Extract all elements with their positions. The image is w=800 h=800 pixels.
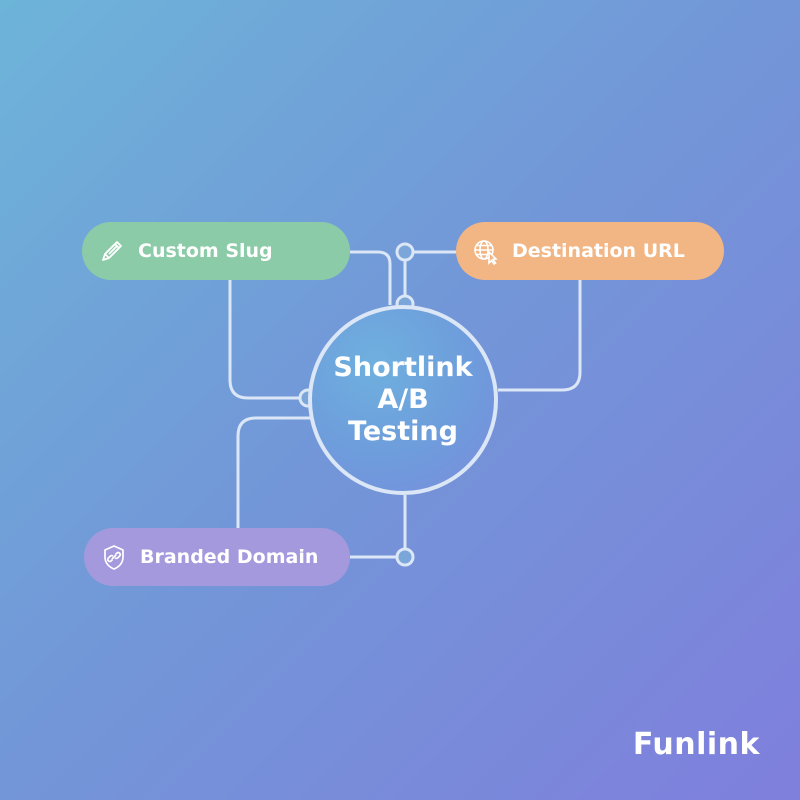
node-custom-slug: Custom Slug	[82, 222, 350, 280]
globe-cursor-icon	[472, 237, 500, 265]
brand-logo: Funlink	[632, 727, 760, 762]
node-branded-domain: Branded Domain	[84, 528, 350, 586]
hub-circle: Shortlink A/B Testing	[308, 305, 498, 495]
pencil-icon	[98, 237, 126, 265]
hub-title-line-1: Shortlink	[333, 352, 473, 383]
node-destination-url: Destination URL	[456, 222, 724, 280]
node-label: Branded Domain	[140, 546, 319, 568]
node-label: Custom Slug	[138, 240, 273, 262]
hub-title-line-2: A/B	[377, 384, 429, 415]
node-label: Destination URL	[512, 240, 685, 262]
hub-title-line-3: Testing	[348, 416, 458, 447]
shield-link-icon	[100, 543, 128, 571]
